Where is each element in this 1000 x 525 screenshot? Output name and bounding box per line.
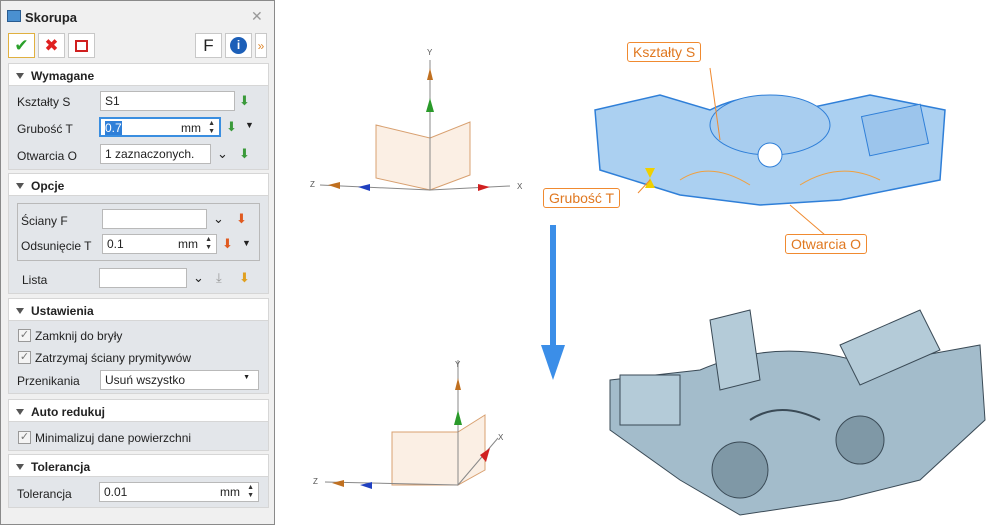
section-tolerance-header[interactable]: Tolerancja xyxy=(8,454,269,477)
axis-y-label: Y xyxy=(455,360,461,369)
section-auto-reduce xyxy=(8,422,269,451)
dropdown-arrow-icon[interactable]: ▼ xyxy=(242,238,251,248)
pick-icon[interactable]: ⬇ xyxy=(226,119,237,134)
axis-y-label: Y xyxy=(427,48,433,57)
list-input[interactable] xyxy=(99,268,187,288)
thickness-input[interactable]: 0.7 mm ▲▼ xyxy=(99,117,221,137)
minimize-checkbox[interactable]: ✓ xyxy=(18,431,31,444)
openings-input[interactable]: 1 zaznaczonych. xyxy=(100,144,211,164)
openings-label: Otwarcia O xyxy=(17,149,78,163)
tolerance-value: 0.01 xyxy=(104,485,128,499)
close-icon[interactable]: ✕ xyxy=(251,8,263,24)
intersections-value: Usuń wszystko xyxy=(105,373,186,387)
section-options-header[interactable]: Opcje xyxy=(8,173,269,196)
unit: mm xyxy=(178,237,198,251)
info-icon: i xyxy=(230,37,247,54)
spinner-icon[interactable]: ▲▼ xyxy=(205,236,212,251)
faces-input[interactable] xyxy=(102,209,207,229)
callout-openings: Otwarcia O xyxy=(785,234,868,254)
tolerance-input[interactable]: 0.01 mm ▲▼ xyxy=(99,482,259,502)
axis-z-label: Z xyxy=(310,180,315,189)
apply-button[interactable] xyxy=(68,33,95,58)
download-icon[interactable]: ⤓ xyxy=(216,270,222,285)
dropdown-arrow-icon: ▼ xyxy=(243,374,250,381)
shell-dialog: Skorupa ✕ ✔ ✖ F i » Wymagane Kształty S … xyxy=(0,0,275,525)
callout-shapes: Kształty S xyxy=(627,42,702,62)
apply-icon xyxy=(75,39,88,52)
shapes-input[interactable]: S1 xyxy=(100,91,235,111)
section-auto-reduce-header[interactable]: Auto redukuj xyxy=(8,399,269,422)
section-required-header[interactable]: Wymagane xyxy=(8,63,269,86)
axis-x-label: X xyxy=(517,182,523,191)
offset-value: 0.1 xyxy=(107,237,124,251)
axis-z-label: Z xyxy=(313,477,318,486)
faces-label: Ściany F xyxy=(21,214,68,228)
dropdown-arrow-icon[interactable]: ▼ xyxy=(245,120,254,130)
f-button[interactable]: F xyxy=(195,33,222,58)
3d-viewport[interactable]: Y X Z Y X Z xyxy=(280,0,1000,525)
offset-input[interactable]: 0.1 mm ▲▼ xyxy=(102,234,217,254)
expand-chevron-icon[interactable]: ⌄ xyxy=(213,211,224,226)
unit: mm xyxy=(220,485,240,499)
dialog-title: Skorupa xyxy=(25,10,78,25)
direction-arrow xyxy=(541,225,565,380)
pick-icon[interactable]: ⬇ xyxy=(239,270,250,285)
list-label: Lista xyxy=(22,273,48,287)
axis-triad-bottom xyxy=(324,360,499,489)
pick-icon[interactable]: ⬇ xyxy=(239,146,250,161)
intersections-label: Przenikania xyxy=(17,374,80,388)
info-button[interactable]: i xyxy=(225,33,252,58)
shapes-label: Kształty S xyxy=(17,95,71,109)
axis-triad-top xyxy=(319,60,511,191)
section-settings-header[interactable]: Ustawienia xyxy=(8,298,269,321)
shell-app-icon xyxy=(7,10,21,22)
close-solid-label: Zamknij do bryły xyxy=(35,329,123,343)
ok-button[interactable]: ✔ xyxy=(8,33,35,58)
spinner-icon[interactable]: ▲▼ xyxy=(247,484,254,499)
thickness-label: Grubość T xyxy=(17,122,73,136)
tolerance-label: Tolerancja xyxy=(17,487,72,501)
keep-faces-checkbox[interactable]: ✓ xyxy=(18,351,31,364)
thickness-value: 0.7 xyxy=(105,121,122,135)
more-button[interactable]: » xyxy=(255,33,267,58)
options-group xyxy=(17,203,260,261)
callout-thickness: Grubość T xyxy=(543,188,621,208)
cancel-button[interactable]: ✖ xyxy=(38,33,65,58)
shell-preview-model xyxy=(594,94,946,206)
shell-result-model xyxy=(609,309,986,516)
keep-faces-label: Zatrzymaj ściany prymitywów xyxy=(35,351,192,365)
expand-chevron-icon[interactable]: ⌄ xyxy=(217,146,228,161)
minimize-label: Minimalizuj dane powierzchni xyxy=(35,431,192,445)
close-solid-checkbox[interactable]: ✓ xyxy=(18,329,31,342)
offset-label: Odsunięcie T xyxy=(21,239,92,253)
pick-icon[interactable]: ⬇ xyxy=(222,236,233,251)
pick-icon[interactable]: ⬇ xyxy=(236,211,247,226)
spinner-icon[interactable]: ▲▼ xyxy=(208,120,215,135)
expand-chevron-icon[interactable]: ⌄ xyxy=(193,270,204,285)
pick-icon[interactable]: ⬇ xyxy=(239,93,250,108)
unit: mm xyxy=(181,121,201,135)
axis-x-label: X xyxy=(498,433,504,442)
intersections-select[interactable]: Usuń wszystko ▼ xyxy=(100,370,259,390)
